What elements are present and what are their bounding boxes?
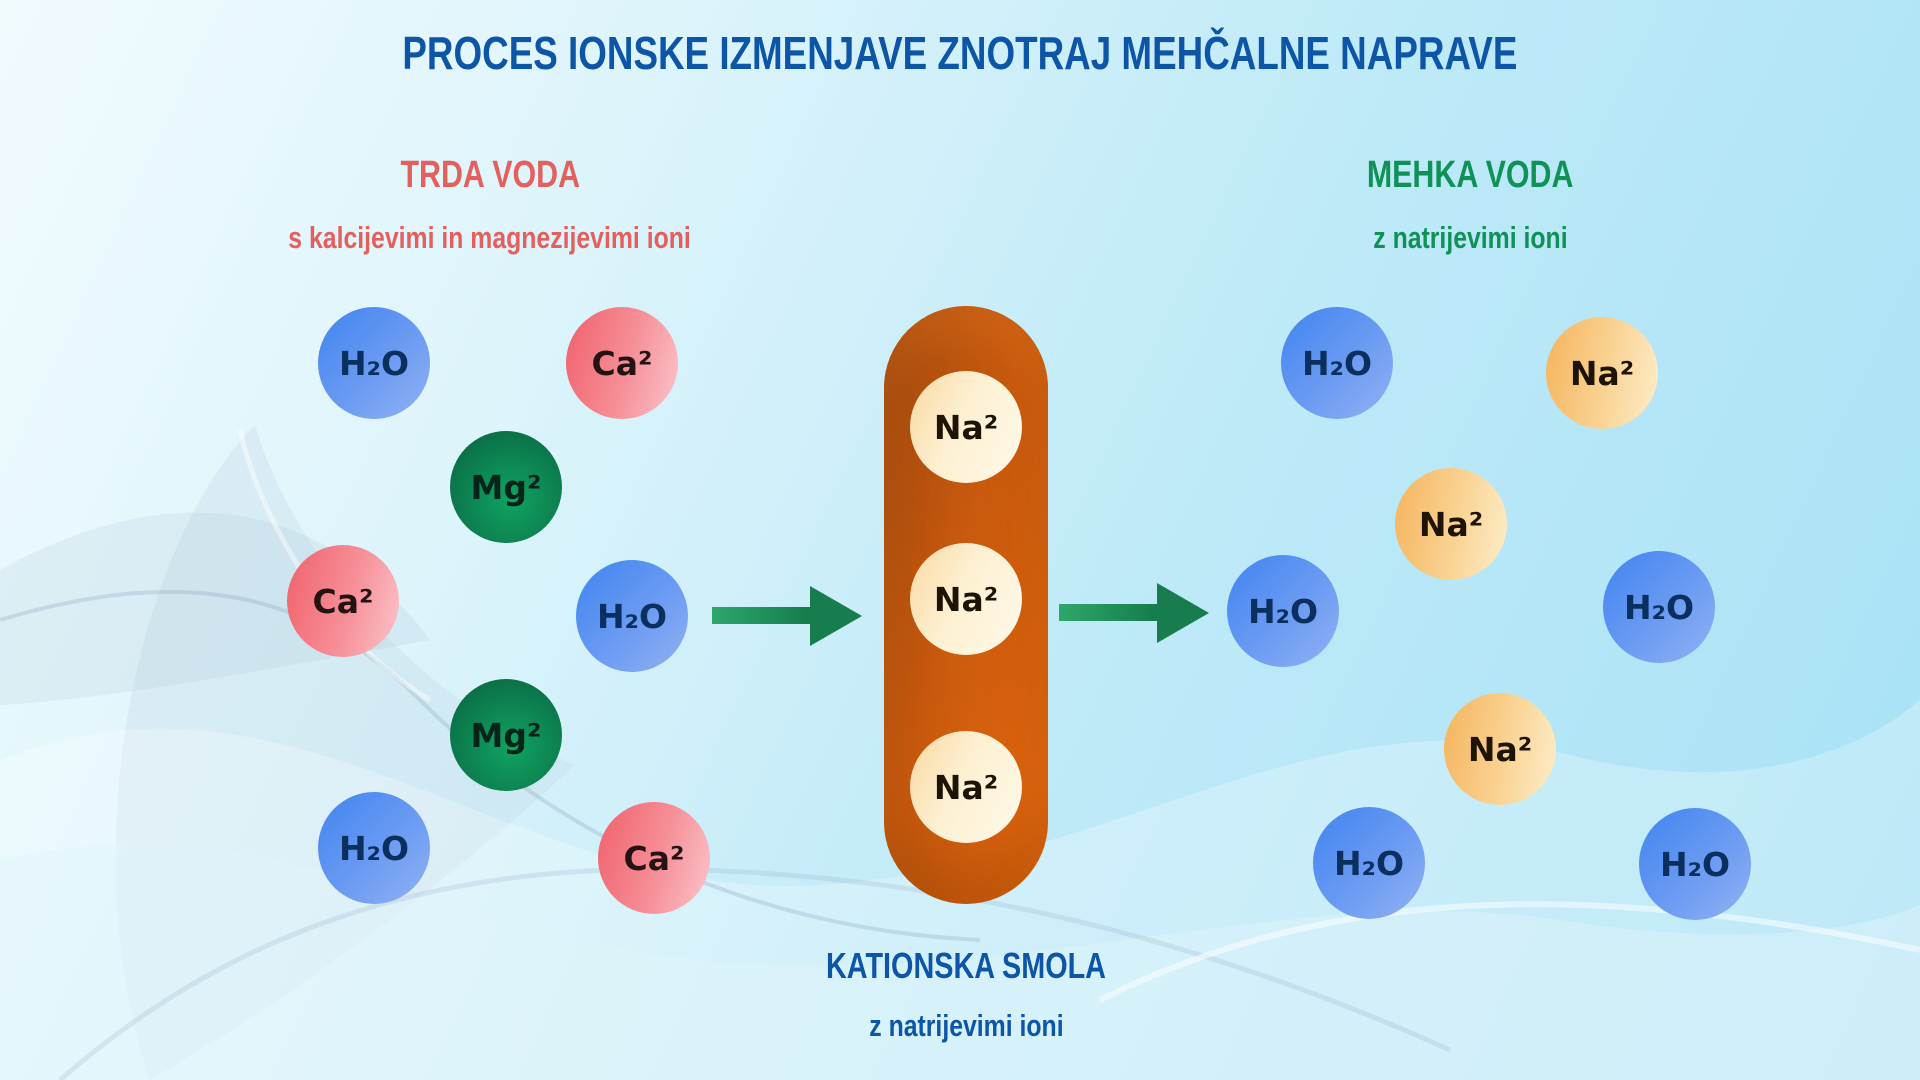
water-molecule: H₂O [318,792,430,904]
water-molecule: H₂O [318,307,430,419]
water-molecule: H₂O [1603,551,1715,663]
sodium-ion: Na² [1444,693,1556,805]
sodium-ion-in-resin: Na² [910,371,1022,483]
water-molecule: H₂O [1281,307,1393,419]
magnesium-ion: Mg² [450,431,562,543]
sodium-ion: Na² [1546,317,1658,429]
hard-water-heading: TRDA VODA [400,154,580,196]
magnesium-ion: Mg² [450,679,562,791]
water-molecule: H₂O [1639,808,1751,920]
flow-arrow-right [1059,583,1209,643]
calcium-ion: Ca² [566,307,678,419]
page-title: PROCES IONSKE IZMENJAVE ZNOTRAJ MEHČALNE… [402,27,1518,79]
hard-water-subheading: s kalcijevimi in magnezijevimi ioni [288,220,692,255]
resin-heading: KATIONSKA SMOLA [825,945,1106,986]
soft-water-subheading: z natrijevimi ioni [1372,220,1568,255]
soft-water-heading: MEHKA VODA [1366,154,1574,196]
soft-water-heading-block: MEHKA VODA z natrijevimi ioni [1120,156,1820,253]
calcium-ion: Ca² [287,545,399,657]
calcium-ion: Ca² [598,802,710,914]
water-molecule: H₂O [1313,807,1425,919]
hard-water-heading-block: TRDA VODA s kalcijevimi in magnezijevimi… [140,156,840,253]
water-molecule: H₂O [576,560,688,672]
sodium-ion: Na² [1395,468,1507,580]
flow-arrow-left [712,586,862,646]
resin-heading-block: KATIONSKA SMOLA z natrijevimi ioni [716,945,1216,1043]
sodium-ion-in-resin: Na² [910,543,1022,655]
resin-subheading: z natrijevimi ioni [868,1008,1064,1043]
sodium-ion-in-resin: Na² [910,731,1022,843]
water-molecule: H₂O [1227,555,1339,667]
